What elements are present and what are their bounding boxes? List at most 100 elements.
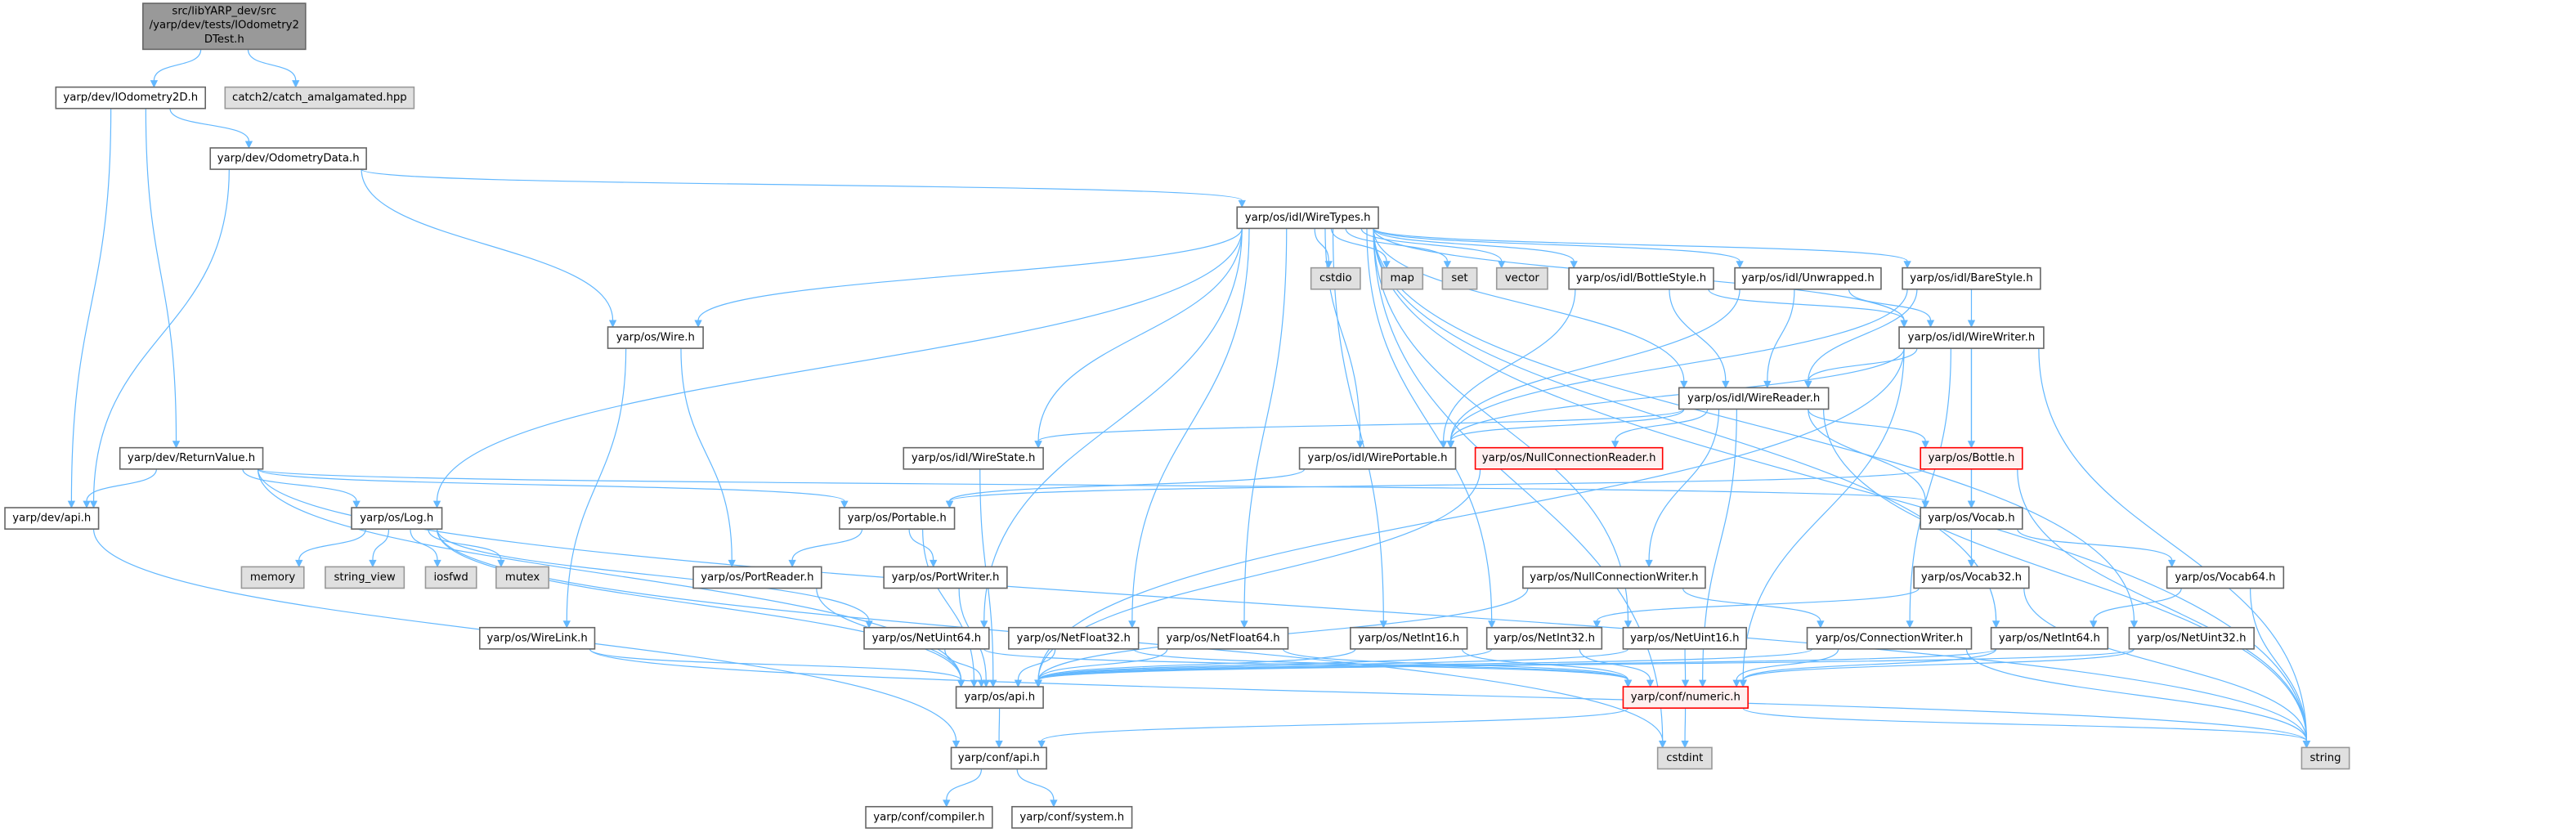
arrowhead-wire-to-portreader — [728, 559, 736, 568]
node-netint16[interactable]: yarp/os/NetInt16.h — [1350, 626, 1468, 650]
node-box — [1920, 446, 2023, 470]
arrowhead-wiretypes-to-bottlestyle — [1570, 261, 1578, 269]
node-wirelink[interactable]: yarp/os/WireLink.h — [478, 626, 596, 650]
node-cstdio[interactable]: cstdio — [1310, 266, 1361, 290]
edge-numeric-to-confapi — [1041, 707, 1629, 741]
node-wireportable[interactable]: yarp/os/idl/WirePortable.h — [1298, 446, 1457, 470]
node-vector[interactable]: vector — [1495, 266, 1548, 290]
node-box — [1678, 387, 1830, 410]
node-netuint16[interactable]: yarp/os/NetUint16.h — [1622, 626, 1747, 650]
edge-wiretypes-to-netint32 — [1366, 228, 1493, 621]
node-netuint64[interactable]: yarp/os/NetUint64.h — [863, 626, 990, 650]
arrowhead-wiretypes-to-netfloat64 — [1240, 620, 1248, 629]
node-root[interactable]: src/libYARP_dev/src/yarp/dev/tests/IOdom… — [142, 2, 307, 51]
node-netint64[interactable]: yarp/os/NetInt64.h — [1990, 626, 2109, 650]
node-map[interactable]: map — [1381, 266, 1424, 290]
edge-numeric-to-string — [1742, 707, 2308, 741]
node-box — [1381, 266, 1424, 290]
node-string[interactable]: string — [2300, 746, 2350, 770]
arrowhead-bottlestyle-to-wireportable — [1439, 441, 1448, 449]
node-wirewriter[interactable]: yarp/os/idl/WireWriter.h — [1898, 326, 2045, 349]
node-netint32[interactable]: yarp/os/NetInt32.h — [1485, 626, 1603, 650]
node-label: yarp/dev/IOdometry2D.h — [63, 92, 198, 104]
arrowhead-confapi-to-system — [1050, 799, 1058, 808]
node-log[interactable]: yarp/os/Log.h — [351, 507, 443, 530]
node-box — [325, 566, 405, 589]
arrowhead-wiretypes-to-netint32 — [1488, 620, 1496, 629]
node-vocab64[interactable]: yarp/os/Vocab64.h — [2166, 566, 2285, 589]
node-osapi[interactable]: yarp/os/api.h — [955, 686, 1044, 710]
edge-wiretypes-to-wireportable — [1324, 228, 1361, 441]
node-wire[interactable]: yarp/os/Wire.h — [607, 326, 704, 349]
node-box — [1236, 206, 1379, 230]
node-wirestate[interactable]: yarp/os/idl/WireState.h — [903, 446, 1044, 470]
node-box — [1474, 446, 1664, 470]
node-returnvalue[interactable]: yarp/dev/ReturnValue.h — [119, 446, 264, 470]
node-label: map — [1390, 272, 1413, 284]
edge-osapi-to-confapi — [998, 708, 1001, 741]
node-label: yarp/os/api.h — [965, 692, 1036, 704]
arrowhead-wirereader-to-numeric — [1698, 679, 1707, 687]
node-netfloat32[interactable]: yarp/os/NetFloat32.h — [1008, 626, 1140, 650]
edge-root-to-catch2 — [247, 49, 297, 81]
node-iodom[interactable]: yarp/dev/IOdometry2D.h — [55, 86, 206, 110]
edge-iodom-to-returnvalue — [145, 108, 177, 441]
node-wiretypes[interactable]: yarp/os/idl/WireTypes.h — [1236, 206, 1379, 230]
node-connwriter[interactable]: yarp/os/ConnectionWriter.h — [1806, 626, 1973, 650]
node-system[interactable]: yarp/conf/system.h — [1011, 805, 1133, 829]
node-label: yarp/os/idl/WireTypes.h — [1245, 212, 1371, 224]
node-catch2[interactable]: catch2/catch_amalgamated.hpp — [224, 86, 415, 110]
node-netuint32[interactable]: yarp/os/NetUint32.h — [2128, 626, 2255, 650]
node-wirereader[interactable]: yarp/os/idl/WireReader.h — [1678, 387, 1830, 410]
node-label: yarp/conf/numeric.h — [1631, 692, 1740, 704]
edge-connwriter-to-numeric — [1736, 648, 1839, 681]
node-box — [1622, 686, 1749, 710]
arrowhead-netuint32-to-numeric — [1739, 679, 1747, 687]
node-nullconnreader[interactable]: yarp/os/NullConnectionReader.h — [1474, 446, 1664, 470]
edge-unwrapped-to-wireportable — [1449, 289, 1740, 441]
arrowhead-bottlestyle-to-wirereader — [1722, 380, 1730, 389]
node-mutex[interactable]: mutex — [495, 566, 549, 589]
node-confapi[interactable]: yarp/conf/api.h — [950, 746, 1047, 770]
arrowhead-wiretypes-to-wirereader — [1680, 380, 1688, 389]
node-bottlestyle[interactable]: yarp/os/idl/BottleStyle.h — [1568, 266, 1714, 290]
node-label: yarp/os/NetFloat32.h — [1017, 632, 1131, 644]
arrowhead-iodom-to-odomdata — [244, 141, 253, 149]
edge-log-to-memory — [298, 529, 366, 561]
edge-portable-to-portreader — [791, 529, 863, 561]
node-label: yarp/os/Vocab.h — [1928, 513, 2014, 525]
arrowhead-netfloat32-to-osapi — [1014, 679, 1023, 687]
edge-confapi-to-compiler — [946, 768, 983, 800]
edge-netint64-to-osapi — [1037, 648, 1997, 681]
node-barestyle[interactable]: yarp/os/idl/BareStyle.h — [1902, 266, 2041, 290]
node-cstdint[interactable]: cstdint — [1656, 746, 1713, 770]
node-portable[interactable]: yarp/os/Portable.h — [839, 507, 956, 530]
arrowhead-portable-to-osapi — [970, 679, 979, 687]
node-odomdata[interactable]: yarp/dev/OdometryData.h — [209, 147, 367, 170]
node-box — [863, 626, 990, 650]
arrowhead-wiretypes-to-netuint32 — [2130, 620, 2139, 629]
arrowhead-log-to-iosfwd — [433, 559, 441, 568]
node-bottle[interactable]: yarp/os/Bottle.h — [1920, 446, 2023, 470]
node-portwriter[interactable]: yarp/os/PortWriter.h — [883, 566, 1008, 589]
node-unwrapped[interactable]: yarp/os/idl/Unwrapped.h — [1734, 266, 1882, 290]
node-compiler[interactable]: yarp/conf/compiler.h — [865, 805, 993, 829]
node-nullconnwriter[interactable]: yarp/os/NullConnectionWriter.h — [1522, 566, 1706, 589]
node-portreader[interactable]: yarp/os/PortReader.h — [692, 566, 822, 589]
node-numeric[interactable]: yarp/conf/numeric.h — [1622, 686, 1749, 710]
node-memory[interactable]: memory — [240, 566, 305, 589]
node-vocab[interactable]: yarp/os/Vocab.h — [1920, 507, 2023, 530]
node-netfloat64[interactable]: yarp/os/NetFloat64.h — [1157, 626, 1289, 650]
node-devapi[interactable]: yarp/dev/api.h — [4, 507, 100, 530]
edge-netint16-to-osapi — [1037, 648, 1356, 681]
arrowhead-log-to-cstdint — [1659, 740, 1667, 749]
edge-wirereader-to-string — [1823, 409, 2308, 741]
node-set[interactable]: set — [1441, 266, 1478, 290]
node-iosfwd[interactable]: iosfwd — [424, 566, 477, 589]
node-vocab32[interactable]: yarp/os/Vocab32.h — [1913, 566, 2030, 589]
arrowhead-numeric-to-string — [2302, 740, 2311, 749]
node-label: yarp/os/PortWriter.h — [892, 571, 1000, 584]
arrowhead-bottlestyle-to-wirewriter — [1900, 320, 1908, 328]
node-string_view[interactable]: string_view — [325, 566, 405, 589]
